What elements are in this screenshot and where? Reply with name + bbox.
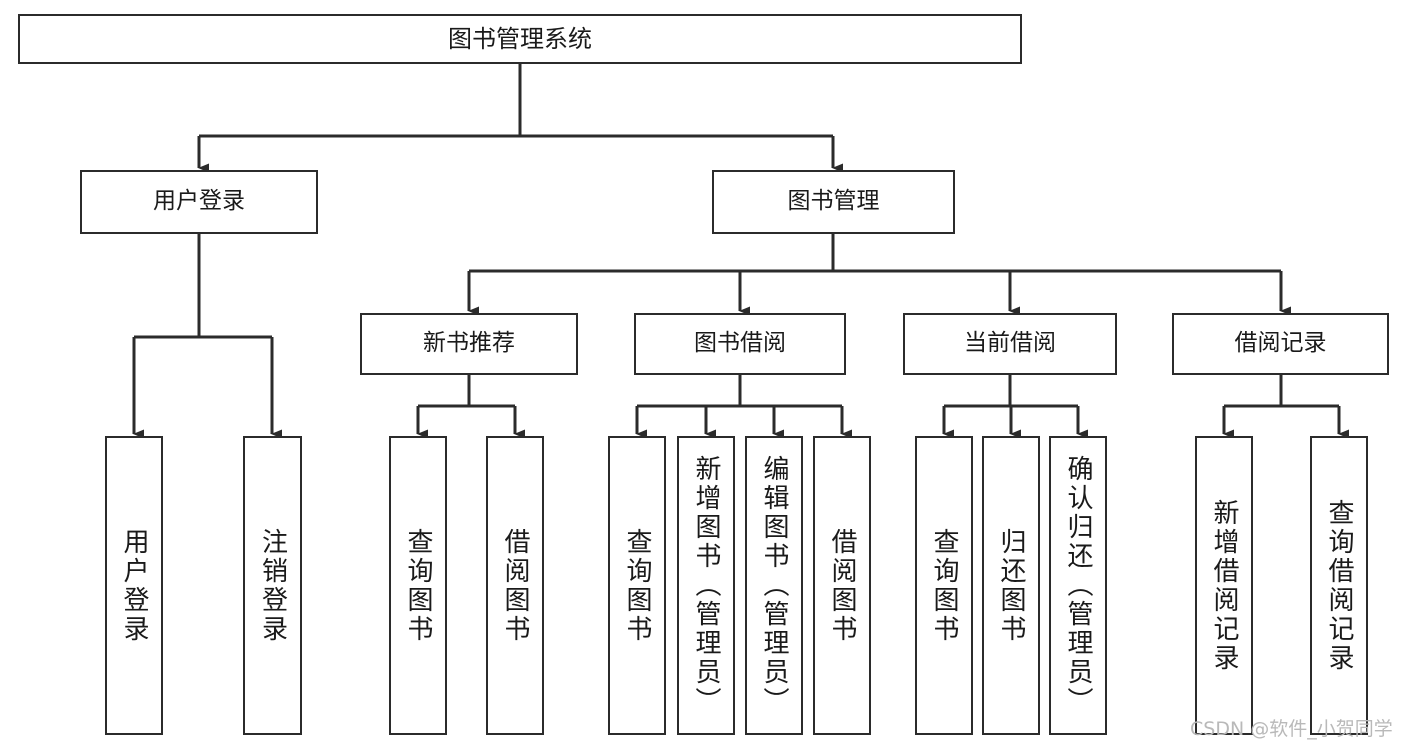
node-leaf-return-book[interactable]: 归还图书 (982, 436, 1040, 735)
node-leaf-query-record[interactable]: 查询借阅记录 (1310, 436, 1368, 735)
node-user-login-label: 用户登录 (153, 188, 245, 215)
csdn-watermark: CSDN @软件_小贺同学 (1190, 718, 1393, 740)
node-leaf-borrow-book-1-label: 借阅图书 (500, 527, 530, 644)
node-leaf-borrow-book-2-label: 借阅图书 (827, 527, 857, 644)
node-leaf-borrow-book-2[interactable]: 借阅图书 (813, 436, 871, 735)
node-book-management-label: 图书管理 (787, 188, 880, 215)
node-leaf-borrow-book-1[interactable]: 借阅图书 (486, 436, 544, 735)
node-leaf-query-book-2-label: 查询图书 (622, 527, 652, 644)
node-borrow-record[interactable]: 借阅记录 (1172, 313, 1389, 375)
node-leaf-user-login-label: 用户登录 (119, 527, 149, 644)
node-leaf-query-book-1-label: 查询图书 (403, 527, 433, 644)
node-leaf-edit-book-label: 编辑图书（管理员） (759, 455, 789, 716)
node-user-login[interactable]: 用户登录 (80, 170, 318, 234)
node-new-book-recommend-label: 新书推荐 (423, 330, 515, 357)
node-leaf-return-book-label: 归还图书 (996, 527, 1026, 644)
node-leaf-confirm-return-label: 确认归还（管理员） (1063, 455, 1093, 716)
node-book-management[interactable]: 图书管理 (712, 170, 955, 234)
node-new-book-recommend[interactable]: 新书推荐 (360, 313, 578, 375)
node-current-borrow-label: 当前借阅 (964, 330, 1056, 357)
node-leaf-add-book[interactable]: 新增图书（管理员） (677, 436, 735, 735)
node-root-label: 图书管理系统 (448, 24, 592, 53)
node-root[interactable]: 图书管理系统 (18, 14, 1022, 64)
node-leaf-query-book-3-label: 查询图书 (929, 527, 959, 644)
node-book-borrow[interactable]: 图书借阅 (634, 313, 846, 375)
node-leaf-user-logout[interactable]: 注销登录 (243, 436, 302, 735)
node-leaf-query-book-3[interactable]: 查询图书 (915, 436, 973, 735)
node-leaf-confirm-return[interactable]: 确认归还（管理员） (1049, 436, 1107, 735)
node-leaf-add-record-label: 新增借阅记录 (1209, 498, 1239, 673)
node-leaf-add-book-label: 新增图书（管理员） (691, 455, 721, 716)
node-borrow-record-label: 借阅记录 (1234, 330, 1327, 357)
node-leaf-edit-book[interactable]: 编辑图书（管理员） (745, 436, 803, 735)
node-leaf-user-login[interactable]: 用户登录 (105, 436, 163, 735)
node-leaf-query-book-2[interactable]: 查询图书 (608, 436, 666, 735)
node-current-borrow[interactable]: 当前借阅 (903, 313, 1117, 375)
node-book-borrow-label: 图书借阅 (694, 330, 786, 357)
node-leaf-add-record[interactable]: 新增借阅记录 (1195, 436, 1253, 735)
node-leaf-user-logout-label: 注销登录 (257, 527, 288, 644)
node-leaf-query-book-1[interactable]: 查询图书 (389, 436, 447, 735)
node-leaf-query-record-label: 查询借阅记录 (1324, 498, 1354, 673)
